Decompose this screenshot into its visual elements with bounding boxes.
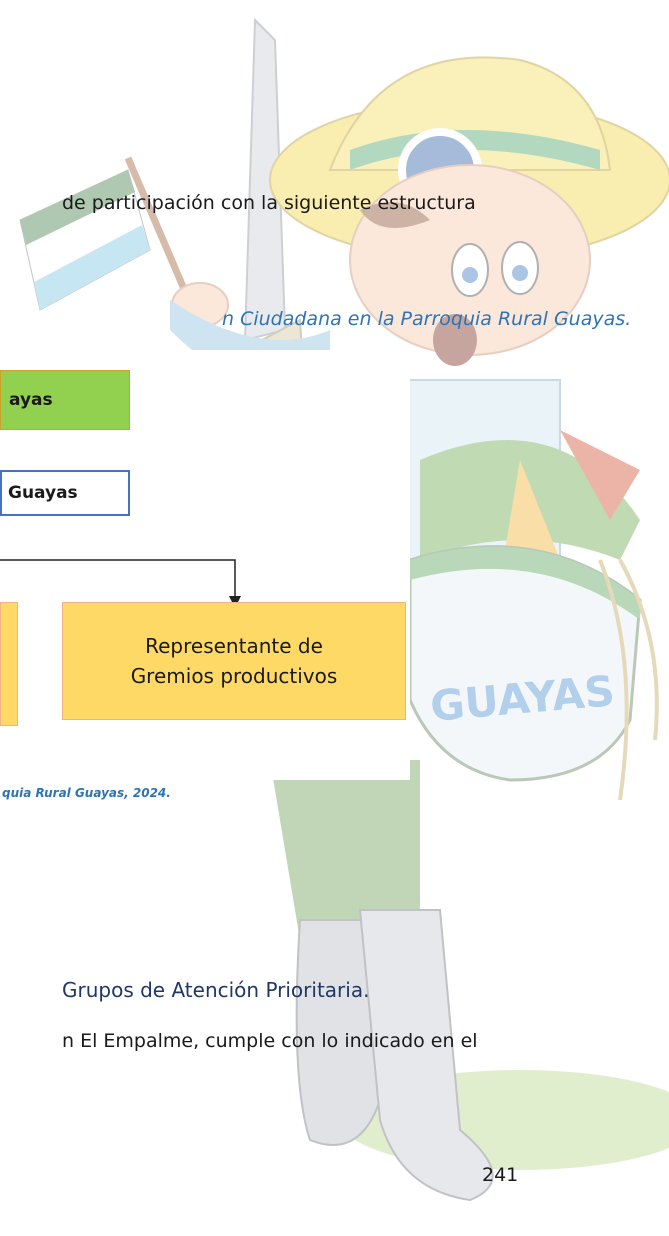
body-text-line-2: n El Empalme, cumple con lo indicado en … (62, 1030, 478, 1052)
figure-source-note: quia Rural Guayas, 2024. (2, 786, 171, 800)
page-number: 241 (482, 1164, 519, 1186)
org-box-left-partial (0, 602, 18, 726)
org-box-rep-line-2: Gremios productivos (130, 664, 338, 688)
org-box-representante-gremios: Representante de Gremios productivos (62, 602, 406, 720)
org-box-second-label: Guayas (8, 483, 78, 503)
section-heading: Grupos de Atención Prioritaria. (62, 978, 370, 1002)
figure-caption: n Ciudadana en la Parroquia Rural Guayas… (222, 308, 632, 330)
org-box-rep-line-1: Representante de (145, 634, 323, 658)
org-box-second: Guayas (0, 470, 130, 516)
org-box-top-label: ayas (9, 390, 53, 410)
body-text-line-1: de participación con la siguiente estruc… (62, 192, 476, 214)
org-connector-line (0, 559, 241, 608)
org-box-top: ayas (0, 370, 130, 430)
